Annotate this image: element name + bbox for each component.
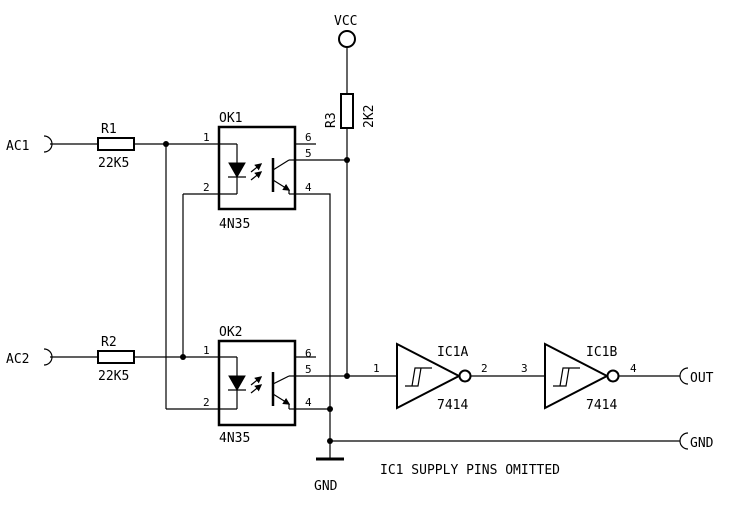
schmitt-trigger-icon [405,367,432,387]
resistor-r3: R3 2K2 [324,93,377,129]
ic1a-part: 7414 [437,398,468,413]
gnd-right-connector: GND [679,432,714,451]
ok2-pin4: 4 [305,396,312,409]
vcc-terminal: VCC [334,14,357,48]
ok2-pin2: 2 [203,396,210,409]
ok2-pin1: 1 [203,344,210,357]
ic1a-pin-out: 2 [481,362,488,375]
wire-ok1-pin4-to-gnd [295,193,331,459]
r1-value: 22K5 [98,156,129,171]
ok1-part: 4N35 [219,217,250,232]
optocoupler-ok1: OK1 4N35 1 2 6 5 4 [203,111,316,232]
r2-name: R2 [101,335,117,350]
ok1-name: OK1 [219,111,242,126]
ic1a-name: IC1A [437,345,468,360]
ic1b-pin-out: 4 [630,362,637,375]
junction-dot [327,438,333,444]
ac2-connector: AC2 [6,348,98,367]
ok1-pin6: 6 [305,131,312,144]
vcc-label: VCC [334,14,357,29]
gnd-bottom-label: GND [314,479,338,494]
ok2-pin6: 6 [305,347,312,360]
inverter-ic1b: IC1B 7414 3 4 [521,342,637,413]
inverter-ic1a: IC1A 7414 1 2 [373,342,488,413]
out-connector: OUT [679,367,714,386]
ic1b-pin-in: 3 [521,362,528,375]
optocoupler-ok2: OK2 4N35 1 2 6 5 4 [203,325,316,446]
junction-dot [327,406,333,412]
resistor-r2: R2 22K5 [97,335,135,384]
schmitt-trigger-icon [553,367,580,387]
ok2-part: 4N35 [219,431,250,446]
r2-value: 22K5 [98,369,129,384]
ic1a-pin-in: 1 [373,362,380,375]
r1-name: R1 [101,122,117,137]
out-label: OUT [690,371,714,386]
ok1-pin1: 1 [203,131,210,144]
ic1b-part: 7414 [586,398,617,413]
led-icon [228,162,246,179]
ground-symbol: GND [314,457,344,494]
ok1-pin5: 5 [305,147,312,160]
ok2-pin5: 5 [305,363,312,376]
ic1b-name: IC1B [586,345,617,360]
ok1-pin2: 2 [203,181,210,194]
ac2-label: AC2 [6,352,29,367]
ok1-pin4: 4 [305,181,312,194]
led-icon [228,375,246,392]
ac1-label: AC1 [6,139,29,154]
supply-note: IC1 SUPPLY PINS OMITTED [380,463,560,478]
ok2-name: OK2 [219,325,242,340]
resistor-r1: R1 22K5 [97,122,135,171]
r3-value: 2K2 [362,105,377,128]
ac1-connector: AC1 [6,135,98,154]
junction-dot [344,157,350,163]
gnd-right-label: GND [690,436,714,451]
r3-name: R3 [324,112,339,128]
